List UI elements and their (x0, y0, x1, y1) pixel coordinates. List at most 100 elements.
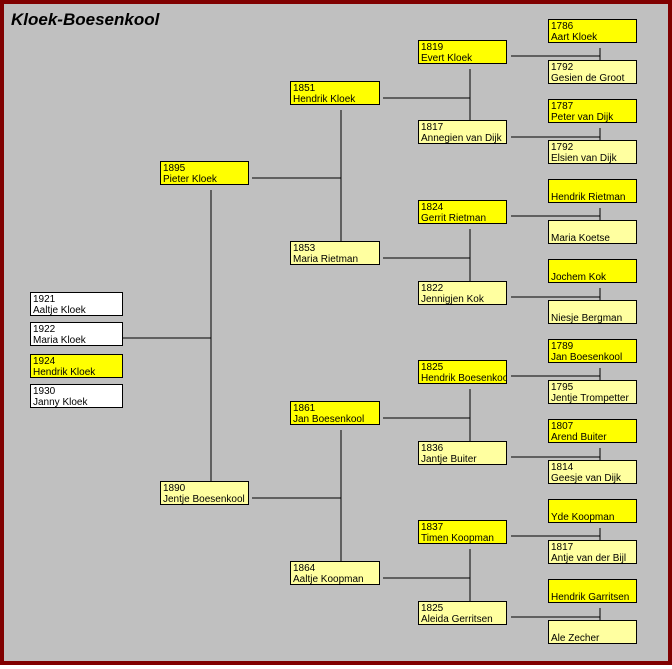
person-name: Timen Koopman (421, 533, 494, 544)
chart-title: Kloek-Boesenkool (11, 10, 160, 29)
birth-year: 1817 (421, 122, 444, 133)
great-grandparent-box[interactable]: 1819 Evert Kloek (418, 40, 507, 64)
great-great-grandparent-box[interactable]: Yde Koopman (548, 499, 637, 523)
father-box[interactable]: 1895 Pieter Kloek (160, 161, 249, 185)
grandparent-box[interactable]: 1851 Hendrik Kloek (290, 81, 380, 105)
birth-year: 1861 (293, 403, 316, 414)
person-name: Hendrik Rietman (551, 192, 626, 203)
great-great-grandparent-box[interactable]: 1786 Aart Kloek (548, 19, 637, 43)
birth-year (551, 581, 634, 592)
mother-box[interactable]: 1890 Jentje Boesenkool (160, 481, 249, 505)
person-name: Jentje Boesenkool (163, 494, 245, 505)
birth-year: 1807 (551, 421, 574, 432)
person-name: Antje van der Bijl (551, 553, 627, 564)
great-great-grandparent-box[interactable]: 1817 Antje van der Bijl (548, 540, 637, 564)
person-name: Evert Kloek (421, 53, 473, 64)
great-great-grandparent-box[interactable]: 1792 Elsien van Dijk (548, 140, 637, 164)
great-great-grandparent-box[interactable]: 1789 Jan Boesenkool (548, 339, 637, 363)
great-great-grandparent-box[interactable]: 1814 Geesje van Dijk (548, 460, 637, 484)
person-name: Maria Koetse (551, 233, 610, 244)
great-great-grandparent-box[interactable]: 1792 Gesien de Groot (548, 60, 637, 84)
child-box[interactable]: 1930 Janny Kloek (30, 384, 123, 408)
birth-year: 1786 (551, 21, 574, 32)
person-name: Hendrik Boesenkool (421, 373, 507, 384)
birth-year (551, 222, 634, 233)
birth-year: 1924 (33, 356, 56, 367)
birth-year: 1789 (551, 341, 574, 352)
birth-year: 1895 (163, 163, 186, 174)
birth-year: 1825 (421, 603, 444, 614)
great-grandparent-box[interactable]: 1825 Hendrik Boesenkool (418, 360, 507, 384)
birth-year: 1814 (551, 462, 574, 473)
great-grandparent-box[interactable]: 1836 Jantje Buiter (418, 441, 507, 465)
birth-year: 1836 (421, 443, 444, 454)
great-grandparent-box[interactable]: 1837 Timen Koopman (418, 520, 507, 544)
birth-year: 1822 (421, 283, 444, 294)
birth-year: 1819 (421, 42, 444, 53)
person-name: Elsien van Dijk (551, 153, 617, 164)
birth-year: 1853 (293, 243, 316, 254)
person-name: Hendrik Kloek (293, 94, 356, 105)
person-name: Geesje van Dijk (551, 473, 622, 484)
birth-year: 1890 (163, 483, 186, 494)
birth-year: 1817 (551, 542, 574, 553)
birth-year (551, 181, 634, 192)
birth-year (551, 302, 634, 313)
person-name: Jantje Buiter (421, 454, 477, 465)
birth-year: 1792 (551, 62, 574, 73)
grandparent-box[interactable]: 1864 Aaltje Koopman (290, 561, 380, 585)
person-name: Jochem Kok (551, 272, 607, 283)
person-name: Aleida Gerritsen (421, 614, 493, 625)
great-great-grandparent-box[interactable]: Maria Koetse (548, 220, 637, 244)
birth-year: 1795 (551, 382, 574, 393)
birth-year (551, 261, 634, 272)
person-name: Pieter Kloek (163, 174, 217, 185)
great-great-grandparent-box[interactable]: Hendrik Garritsen (548, 579, 637, 603)
great-great-grandparent-box[interactable]: Ale Zecher (548, 620, 637, 644)
person-name: Aart Kloek (551, 32, 598, 43)
child-box[interactable]: 1921 Aaltje Kloek (30, 292, 123, 316)
person-name: Jan Boesenkool (551, 352, 623, 363)
person-name: Jentje Trompetter (551, 393, 629, 404)
child-box[interactable]: 1924 Hendrik Kloek (30, 354, 123, 378)
child-box[interactable]: 1922 Maria Kloek (30, 322, 123, 346)
great-great-grandparent-box[interactable]: Jochem Kok (548, 259, 637, 283)
birth-year: 1922 (33, 324, 56, 335)
great-grandparent-box[interactable]: 1824 Gerrit Rietman (418, 200, 507, 224)
great-great-grandparent-box[interactable]: 1807 Arend Buiter (548, 419, 637, 443)
birth-year: 1792 (551, 142, 574, 153)
birth-year: 1930 (33, 386, 56, 397)
great-grandparent-box[interactable]: 1822 Jennigjen Kok (418, 281, 507, 305)
birth-year: 1787 (551, 101, 574, 112)
person-name: Maria Kloek (33, 335, 86, 346)
birth-year: 1825 (421, 362, 444, 373)
birth-year: 1851 (293, 83, 316, 94)
birth-year: 1837 (421, 522, 444, 533)
birth-year (551, 501, 634, 512)
person-name: Niesje Bergman (551, 313, 623, 324)
great-grandparent-box[interactable]: 1817 Annegien van Dijk (418, 120, 507, 144)
birth-year: 1864 (293, 563, 316, 574)
person-name: Jan Boesenkool (293, 414, 365, 425)
grandparent-box[interactable]: 1853 Maria Rietman (290, 241, 380, 265)
great-great-grandparent-box[interactable]: Hendrik Rietman (548, 179, 637, 203)
person-name: Janny Kloek (33, 397, 88, 408)
great-great-grandparent-box[interactable]: 1787 Peter van Dijk (548, 99, 637, 123)
person-name: Arend Buiter (551, 432, 607, 443)
person-name: Yde Koopman (551, 512, 615, 523)
person-name: Ale Zecher (551, 633, 600, 644)
person-name: Hendrik Garritsen (551, 592, 630, 603)
person-name: Aaltje Koopman (293, 574, 364, 585)
person-name: Jennigjen Kok (421, 294, 484, 305)
person-name: Annegien van Dijk (421, 133, 502, 144)
person-name: Hendrik Kloek (33, 367, 96, 378)
great-grandparent-box[interactable]: 1825 Aleida Gerritsen (418, 601, 507, 625)
person-name: Aaltje Kloek (33, 305, 86, 316)
grandparent-box[interactable]: 1861 Jan Boesenkool (290, 401, 380, 425)
great-great-grandparent-box[interactable]: Niesje Bergman (548, 300, 637, 324)
great-great-grandparent-box[interactable]: 1795 Jentje Trompetter (548, 380, 637, 404)
connector-lines (122, 48, 601, 624)
birth-year (551, 622, 634, 633)
person-name: Gerrit Rietman (421, 213, 487, 224)
